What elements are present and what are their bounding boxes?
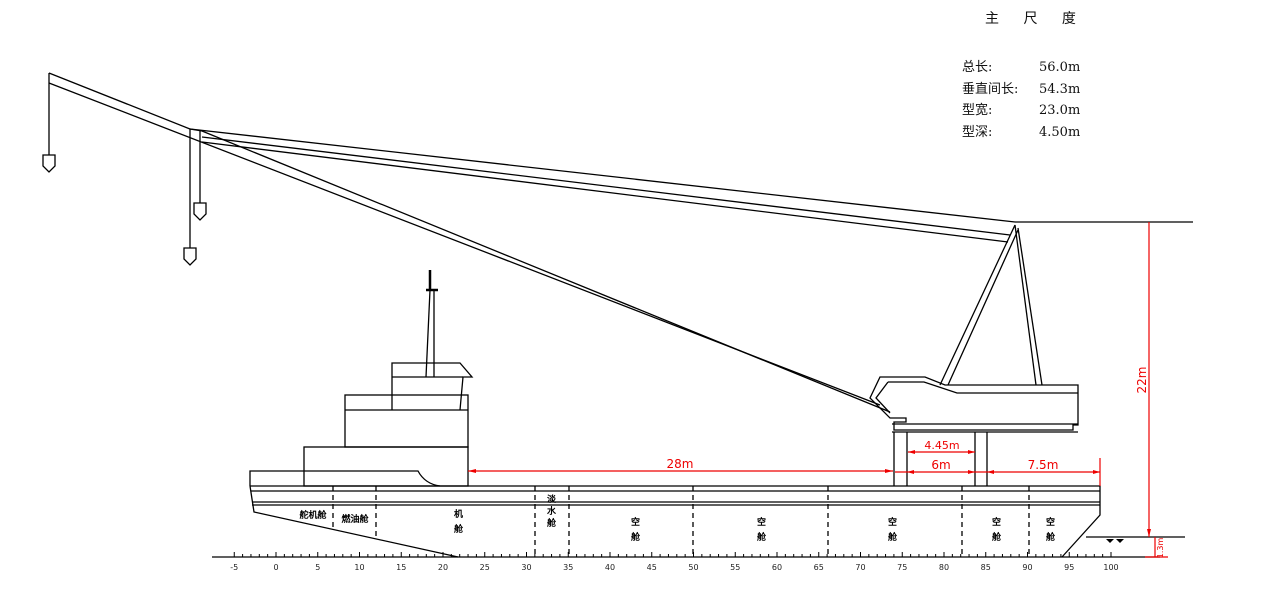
dimension-lines xyxy=(468,222,1168,558)
spec-row-loa: 总长: 56.0m xyxy=(962,57,1080,79)
scale-label: 45 xyxy=(647,563,657,572)
spec-value: 4.50m xyxy=(1039,124,1081,140)
scale-label: 100 xyxy=(1103,563,1118,572)
dimension-6m: 6m xyxy=(931,458,950,472)
tank-label-engine: 机舱 xyxy=(452,508,463,539)
dimension-28m: 28m xyxy=(667,457,694,471)
scale-label: 5 xyxy=(315,563,320,572)
tank-label-void: 空舱 xyxy=(990,516,1001,547)
scale-label: 25 xyxy=(480,563,490,572)
crane-house xyxy=(869,376,1079,486)
tank-label-void: 空舱 xyxy=(629,516,640,547)
scale-label: 50 xyxy=(688,563,698,572)
spec-value: 56.0m xyxy=(1039,60,1081,75)
scale-label: 35 xyxy=(563,563,573,572)
spec-row-breadth: 型宽: 23.0m xyxy=(962,100,1080,122)
spec-label: 总长: xyxy=(962,60,993,75)
dimension-4-45m: 4.45m xyxy=(924,439,959,452)
superstructure xyxy=(249,270,474,487)
scale-label: 90 xyxy=(1022,563,1032,572)
hook-icon xyxy=(193,202,207,221)
spec-label: 垂直间长: xyxy=(962,81,1019,97)
tank-label-void: 空舱 xyxy=(755,516,766,547)
scale-label: 65 xyxy=(814,563,824,572)
scale-label: 75 xyxy=(897,563,907,572)
scale-label: 85 xyxy=(981,563,991,572)
tank-label-void: 空舱 xyxy=(886,516,897,547)
scale-label: 30 xyxy=(521,563,531,572)
frame-scale: -5 0 5 10 15 20 25 30 35 40 45 50 55 60 65 70 75 80 85 90 95… xyxy=(230,552,1119,572)
tank-label-void: 空舱 xyxy=(1044,516,1055,547)
crane-jib xyxy=(48,72,1193,413)
dimension-7-5m: 7.5m xyxy=(1028,458,1059,472)
scale-label: 80 xyxy=(939,563,949,572)
dimension-22m: 22m xyxy=(1135,367,1149,394)
scale-label: 20 xyxy=(438,563,448,572)
tank-label-freshwater: 淡水舱 xyxy=(545,494,556,530)
hook-icon xyxy=(183,247,197,266)
waterline-icon xyxy=(1106,539,1124,543)
spec-row-lpp: 垂直间长: 54.3m xyxy=(962,79,1080,101)
scale-label: 10 xyxy=(354,563,364,572)
spec-value: 54.3m xyxy=(1039,81,1081,97)
spec-value: 23.0m xyxy=(1039,103,1081,118)
crane-a-frame xyxy=(939,224,1043,386)
tank-dividers xyxy=(332,486,1030,557)
scale-label: -5 xyxy=(230,563,238,572)
spec-row-depth: 型深: 4.50m xyxy=(962,122,1080,144)
spec-label: 型深: xyxy=(962,124,993,140)
waterline xyxy=(1086,536,1185,543)
specs-table: 总长: 56.0m 垂直间长: 54.3m 型宽: 23.0m 型深: 4.50m xyxy=(962,57,1080,143)
tank-labels: 舵机舱 燃油舱 机舱 淡水舱 空舱 空舱 空舱 空舱 空舱 xyxy=(299,494,1054,547)
scale-label: 40 xyxy=(605,563,615,572)
scale-label: 70 xyxy=(855,563,865,572)
tank-label-steering: 舵机舱 xyxy=(299,509,327,521)
hook-icon xyxy=(42,154,56,173)
specs-title: 主 尺 度 xyxy=(985,11,1086,27)
scale-label: 15 xyxy=(396,563,406,572)
scale-label: 60 xyxy=(772,563,782,572)
hull xyxy=(249,485,1101,558)
scale-label: 0 xyxy=(273,563,278,572)
scale-label: 95 xyxy=(1064,563,1074,572)
tank-label-fuel: 燃油舱 xyxy=(341,513,369,525)
scale-label: 55 xyxy=(730,563,740,572)
dimension-1-3m: 1.3m xyxy=(1156,538,1165,559)
spec-label: 型宽: xyxy=(962,103,993,118)
